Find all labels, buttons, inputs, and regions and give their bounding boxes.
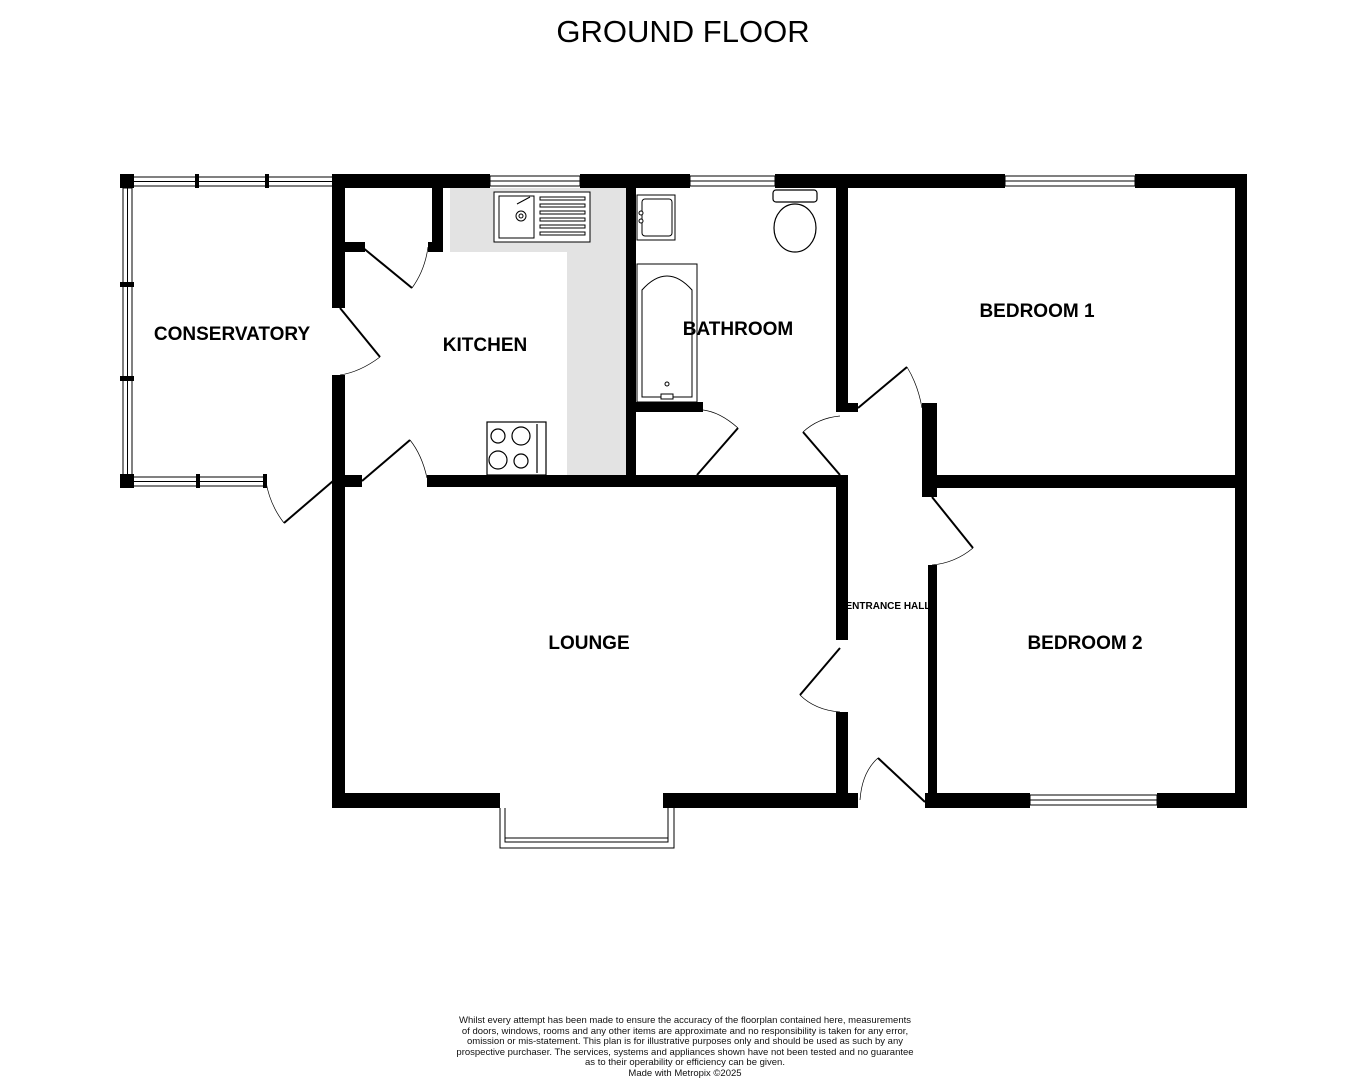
credit: Made with Metropix ©2025 <box>628 1067 742 1079</box>
room-label-entrance-hall: ENTRANCE HALL <box>846 601 931 612</box>
disclaimer-line: prospective purchaser. The services, sys… <box>456 1046 914 1058</box>
room-label-bathroom: BATHROOM <box>683 319 793 340</box>
walls <box>120 174 1247 808</box>
disclaimer-line: Whilst every attempt has been made to en… <box>458 1015 912 1026</box>
room-label-conservatory: CONSERVATORY <box>154 324 311 345</box>
room-label-bedroom-1: BEDROOM 1 <box>979 301 1095 322</box>
bath-icon <box>636 263 698 403</box>
floor-title: GROUND FLOOR <box>556 14 810 49</box>
disclaimer-line: omission or mis-statement. This plan is … <box>467 1036 903 1047</box>
kitchen-sink-icon <box>493 191 591 243</box>
hob-icon <box>486 421 547 476</box>
disclaimer-line: as to their operability or efficiency ca… <box>585 1057 785 1068</box>
basin-icon <box>636 194 676 241</box>
disclaimer-line: of doors, windows, rooms and any other i… <box>461 1025 909 1037</box>
room-label-kitchen: KITCHEN <box>443 335 527 356</box>
toilet-icon <box>772 189 818 253</box>
doors <box>265 246 974 803</box>
disclaimer: Whilst every attempt has been made to en… <box>440 1015 930 1079</box>
room-label-lounge: LOUNGE <box>548 633 629 654</box>
room-label-bedroom-2: BEDROOM 2 <box>1027 633 1142 654</box>
